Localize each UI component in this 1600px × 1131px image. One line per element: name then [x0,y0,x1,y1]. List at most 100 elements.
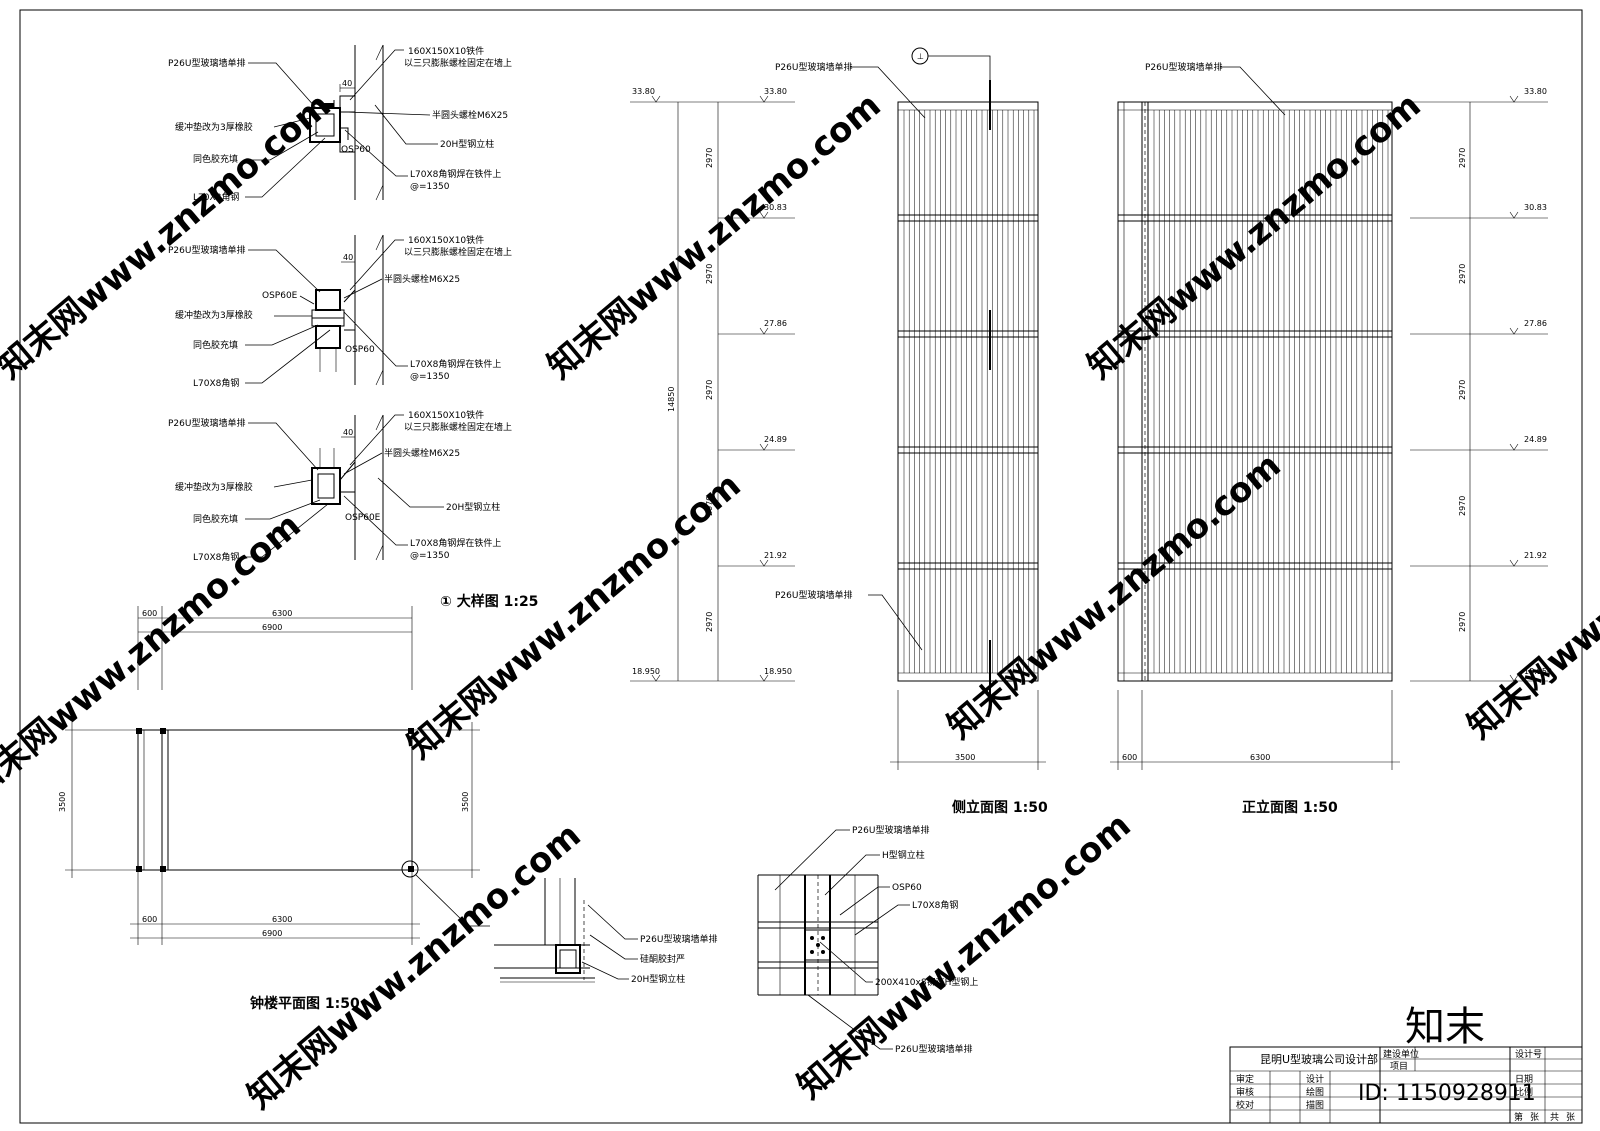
side-level-bottom-left: 18.950 [632,667,660,676]
label-filler: 同色胶充填 [193,513,238,525]
side-elevation: 33.80 18.950 14850 33.80 30.83 27.86 24.… [630,47,1048,816]
side-seg-dim-3: 2970 [705,380,714,400]
label-angle-weld: L70X8角钢焊在铁件上 [410,537,501,549]
front-facade-outline [1117,101,1393,682]
watermark-text: 知末网www.znzmo.com [0,505,309,807]
corner-label-sealant: 硅酮胶封严 [640,953,685,965]
tb-date: 日期 [1515,1074,1533,1085]
detail-block-2: 40 P26U型玻璃墙单排 OSP60E 缓冲垫改为3厚橡胶 同色胶充填 L70… [168,234,512,389]
side-total-dim: 14850 [667,387,676,412]
label-angle-weld: L70X8角钢焊在铁件上 [410,168,501,180]
front-elevation: 33.80 30.83 27.86 24.89 21.92 18.950 297… [1110,61,1552,816]
plan-outline [137,729,413,871]
plan-dim-bottom-6300: 6300 [272,915,292,924]
tb-project: 项目 [1390,1061,1408,1072]
side-seg-dim-4: 2970 [705,496,714,516]
label-spacing: @=1350 [410,372,450,382]
joint-label-column: H型钢立柱 [882,849,925,861]
dim-40: 40 [342,79,352,88]
side-seg-dim-5: 2970 [705,612,714,632]
label-iron-plate-note: 以三只膨胀螺栓固定在墙上 [404,421,512,433]
tb-sheet-gong: 共 [1550,1112,1559,1123]
plan-dim-left: 3500 [58,792,67,812]
side-level-5: 21.92 [764,551,787,560]
label-angle: L70X8角钢 [193,551,239,563]
label-bolt: 半圆头螺栓M6X25 [432,109,508,121]
tb-check: 校对 [1236,1099,1254,1111]
watermark-text: 知末网www.znzmo.com [790,805,1139,1107]
label-bolt: 半圆头螺栓M6X25 [384,273,460,285]
label-angle-weld: L70X8角钢焊在铁件上 [410,358,501,370]
label-steel-column: 20H型钢立柱 [440,138,494,150]
tb-client: 建设单位 [1383,1048,1419,1060]
title-block: 昆明U型玻璃公司设计部 建设单位 项目 设计号 日期 比例 审定 审核 校对 设… [1229,1046,1583,1124]
callout-circle [401,860,419,878]
joint-label-angle: L70X8角钢 [912,899,958,911]
dim-40: 40 [343,428,353,437]
brand-id-label: ID: 1150928911 [1358,1081,1536,1106]
side-levels-right: 33.80 30.83 27.86 24.89 21.92 18.950 297… [705,87,795,682]
label-iron-plate: 160X150X10铁件 [408,234,484,246]
label-bolt: 半圆头螺栓M6X25 [384,447,460,459]
front-level-1: 33.80 [1524,87,1547,96]
label-osp60e: OSP60E [262,291,298,301]
label-iron-plate-note: 以三只膨胀螺栓固定在墙上 [404,246,512,258]
label-rubber-pad: 缓冲垫改为3厚橡胶 [175,121,253,133]
front-level-5: 21.92 [1524,551,1547,560]
label-steel-column: 20H型钢立柱 [446,501,500,513]
front-seg-dim-4: 2970 [1458,496,1467,516]
watermark-text: 知末网www.znzmo.com [1460,445,1600,747]
side-level-3: 27.86 [764,319,787,328]
side-elevation-title: 侧立面图 1:50 [952,799,1048,816]
side-transoms [898,214,1038,570]
label-glass-wall: P26U型玻璃墙单排 [168,417,245,429]
front-width-dim-600: 600 [1122,753,1137,762]
brand-logo: 知末 [1405,1004,1485,1050]
front-elevation-title: 正立面图 1:50 [1242,799,1338,816]
label-osp60: OSP60 [341,145,371,155]
watermark-text: 知末网www.znzmo.com [1080,85,1429,387]
side-label-bottom: P26U型玻璃墙单排 [775,589,852,601]
watermark-text: 知末网www.znzmo.com [0,85,339,387]
label-iron-plate: 160X150X10铁件 [408,409,484,421]
tb-sheet-zhang2: 张 [1566,1112,1575,1123]
joint-label-plate: 200X410x8铆在H型钢上 [875,976,978,988]
detail-block-1: 40 P26U型玻璃墙单排 缓冲垫改为3厚橡胶 同色胶充填 L70X8角钢 16… [168,44,512,203]
label-osp60: OSP60 [345,345,375,355]
joint-label-osp60: OSP60 [892,883,922,893]
side-facade-outline [897,101,1039,682]
side-seg-dim-1: 2970 [705,148,714,168]
corner-detail [494,878,595,983]
joint-label-glass-top: P26U型玻璃墙单排 [852,824,929,836]
plan-dim-right: 3500 [461,792,470,812]
plan-dim-top-600: 600 [142,609,157,618]
front-label-top: P26U型玻璃墙单排 [1145,61,1222,73]
front-width-dim-6300: 6300 [1250,753,1270,762]
tb-sheet-zhang1: 张 [1530,1112,1539,1123]
plan-dim-bottom-6900: 6900 [262,929,282,938]
plan-view: 600 6300 6900 3500 3500 600 6300 6900 [58,606,717,1012]
label-filler: 同色胶充填 [193,339,238,351]
axis-symbol: ⊥ [917,52,924,61]
label-glass-wall: P26U型玻璃墙单排 [168,57,245,69]
plan-dim-top-6300: 6300 [272,609,292,618]
label-spacing: @=1350 [410,182,450,192]
dim-40: 40 [343,253,353,262]
front-seg-dim-5: 2970 [1458,612,1467,632]
side-levels-left: 33.80 18.950 14850 [630,87,719,682]
watermark-text: 知末网www.znzmo.com [240,815,589,1117]
label-rubber-pad: 缓冲垫改为3厚橡胶 [175,481,253,493]
detail-title: ① 大样图 1:25 [440,593,538,610]
label-glass-wall: P26U型玻璃墙单排 [168,244,245,256]
front-level-2: 30.83 [1524,203,1547,212]
detail-block-3: 40 P26U型玻璃墙单排 缓冲垫改为3厚橡胶 同色胶充填 L70X8角钢 16… [168,409,512,563]
axis-circle [911,47,929,65]
tb-design: 设计 [1306,1073,1324,1085]
tb-company: 昆明U型玻璃公司设计部 [1260,1052,1378,1066]
corner-label-column: 20H型钢立柱 [631,973,685,985]
front-levels: 33.80 30.83 27.86 24.89 21.92 18.950 297… [1410,87,1552,682]
tb-draw: 绘图 [1306,1086,1324,1098]
side-label-top: P26U型玻璃墙单排 [775,61,852,73]
tb-scale: 比例 [1515,1086,1533,1098]
